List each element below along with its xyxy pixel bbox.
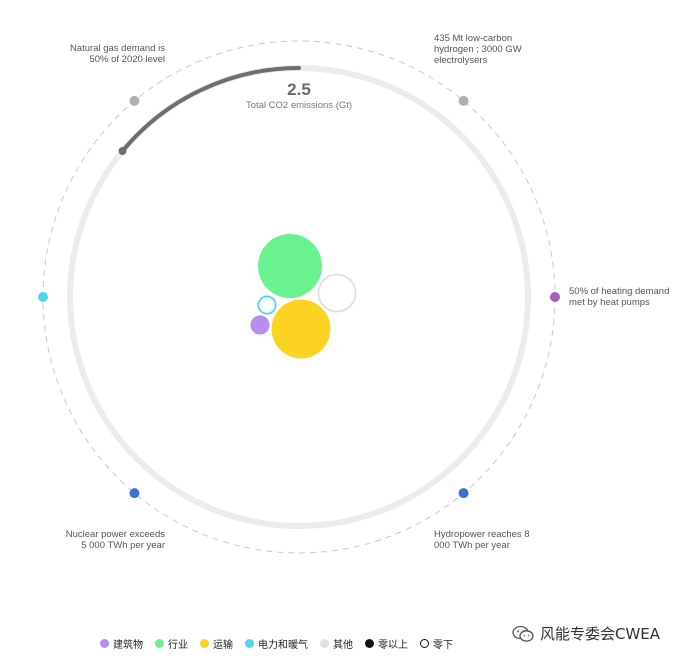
legend-label: 零以上: [378, 640, 408, 651]
milestone-dot: [38, 292, 48, 302]
legend-swatch: [365, 639, 374, 648]
legend: 建筑物 行业 运输 电力和暖气 其他 零以上 零下: [100, 636, 465, 651]
bubble-建筑物: [250, 315, 270, 335]
sector-bubbles: [250, 234, 357, 359]
milestone-label-hydropower: Hydropower reaches 8 000 TWh per year: [434, 529, 530, 551]
watermark: 风能专委会CWEA: [512, 623, 660, 644]
legend-item-power-heat: 电力和暖气: [245, 636, 308, 651]
milestone-label-gas: Natural gas demand is 50% of 2020 level: [69, 43, 165, 65]
legend-swatch: [200, 639, 209, 648]
milestone-dots: [38, 95, 560, 499]
legend-swatch: [420, 639, 429, 648]
legend-swatch: [100, 639, 109, 648]
legend-item-below-zero: 零下: [420, 636, 453, 651]
legend-label: 建筑物: [113, 640, 143, 651]
center-label: Total CO2 emissions (Gt): [246, 100, 352, 111]
milestone-dot: [129, 488, 140, 499]
legend-label: 其他: [333, 640, 353, 651]
bubble-电力和暖气: [257, 295, 277, 315]
legend-label: 行业: [168, 640, 188, 651]
milestone-dot: [550, 292, 560, 302]
bubble-其他: [317, 273, 357, 313]
watermark-text: 风能专委会CWEA: [540, 625, 661, 643]
milestone-dot: [458, 95, 469, 106]
milestone-label-hydrogen: 435 Mt low-carbon hydrogen ; 3000 GW ele…: [434, 33, 522, 66]
milestone-dot: [458, 488, 469, 499]
bubble-行业: [258, 234, 322, 298]
legend-swatch: [245, 639, 254, 648]
wechat-icon: [512, 625, 534, 642]
milestone-label-heat-pumps: 50% of heating demand met by heat pumps: [569, 286, 670, 308]
track-ring: [67, 65, 531, 529]
legend-item-transport: 运输: [200, 636, 233, 651]
bubble-运输: [271, 299, 331, 359]
milestone-dot: [129, 95, 140, 106]
outer-dashed-ring: [42, 40, 556, 554]
progress-arc: [120, 66, 301, 154]
legend-label: 运输: [213, 640, 233, 651]
center-value: 2.5: [287, 80, 311, 99]
legend-item-industry: 行业: [155, 636, 188, 651]
legend-item-buildings: 建筑物: [100, 636, 143, 651]
progress-start-dot: [118, 147, 127, 156]
legend-swatch: [155, 639, 164, 648]
legend-item-above-zero: 零以上: [365, 636, 408, 651]
milestone-label-nuclear: Nuclear power exceeds 5 000 TWh per year: [65, 529, 165, 551]
legend-label: 零下: [433, 640, 453, 651]
legend-item-other: 其他: [320, 636, 353, 651]
legend-label: 电力和暖气: [258, 640, 308, 651]
legend-swatch: [320, 639, 329, 648]
